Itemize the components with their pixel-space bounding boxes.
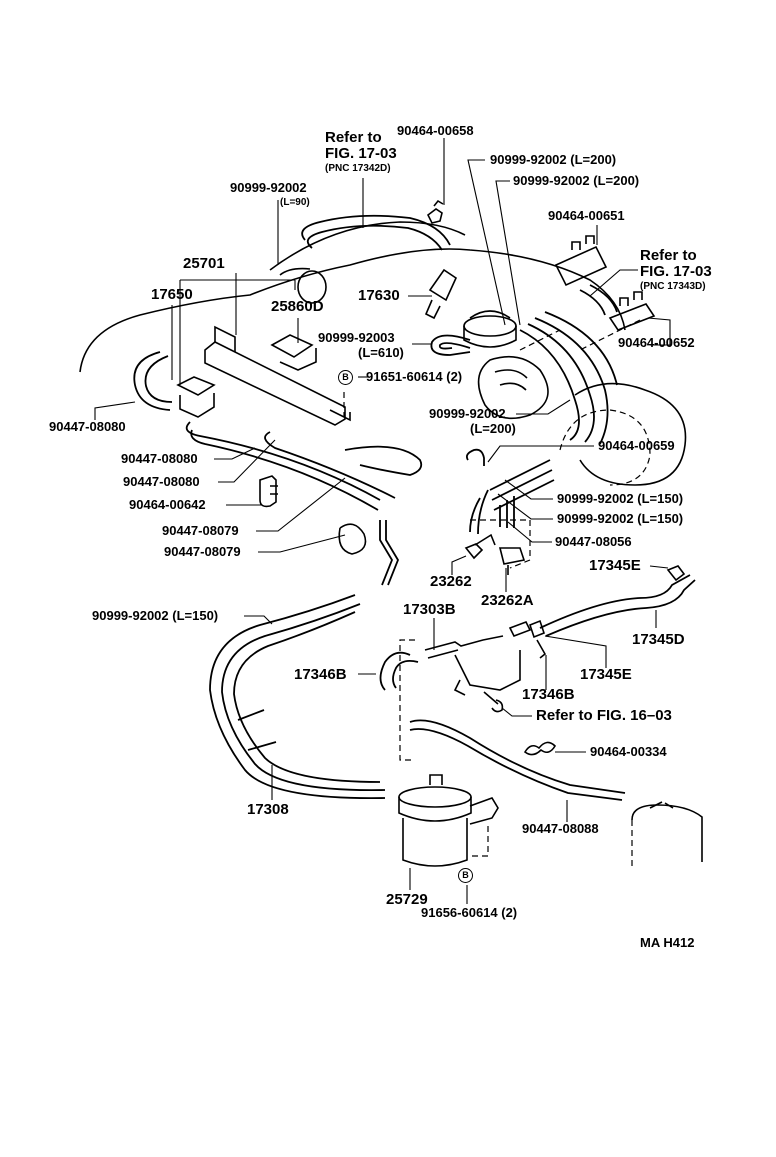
label-90999-92002-l200-c-length: (L=200)	[470, 421, 516, 436]
label-90999-92002-l150-b: 90999-92002 (L=150)	[557, 511, 684, 526]
tank	[631, 804, 703, 862]
label-90999-92003: 90999-92003	[318, 330, 395, 345]
label-17308: 17308	[247, 801, 289, 818]
label-90999-92002-l90: 90999-92002	[230, 180, 307, 195]
label-90999-92002-l150-a: 90999-92002 (L=150)	[557, 491, 684, 506]
label-25701: 25701	[183, 255, 225, 272]
label-90464-00642: 90464-00642	[129, 497, 206, 512]
label-91651-60614-text: 91651-60614 (2)	[366, 369, 463, 384]
label-90447-08088: 90447-08088	[522, 821, 599, 836]
label-17650: 17650	[151, 286, 193, 303]
label-17345e-lower: 17345E	[580, 666, 632, 683]
bolt-marker-b-lower: B	[458, 868, 476, 884]
label-90464-00651: 90464-00651	[548, 208, 625, 223]
hose-17342d	[301, 214, 451, 246]
hose-90999-92003	[430, 334, 471, 356]
label-17345e-top: 17345E	[589, 557, 641, 574]
ref-17343d-line2: FIG. 17-03	[640, 263, 712, 280]
label-90999-92002-l90-length: (L=90)	[280, 197, 310, 208]
label-17630: 17630	[358, 287, 400, 304]
ref-17342d-line1: Refer to	[325, 129, 382, 146]
ref-17342d-line2: FIG. 17-03	[325, 145, 397, 162]
label-90464-00334: 90464-00334	[590, 744, 667, 759]
vsv-17650	[176, 376, 216, 418]
air-cleaner	[574, 382, 687, 486]
label-90447-08056: 90447-08056	[555, 534, 632, 549]
clip-90464-00658	[426, 199, 444, 224]
label-91656-60614: 91656-60614 (2)	[421, 905, 518, 920]
ref-17342d-line3: (PNC 17342D)	[325, 163, 391, 174]
ref-17343d-line1: Refer to	[640, 247, 697, 264]
clip-90464-00651	[554, 235, 608, 287]
label-25860d: 25860D	[271, 298, 324, 315]
diaphragm-25701	[297, 270, 327, 304]
label-25729: 25729	[386, 891, 428, 908]
label-23262: 23262	[430, 573, 472, 590]
label-90447-08080-a: 90447-08080	[49, 419, 126, 434]
hose-17345d	[539, 574, 691, 629]
label-90464-00658: 90464-00658	[397, 123, 474, 138]
label-90464-00652: 90464-00652	[618, 335, 695, 350]
label-90999-92002-l200-b: 90999-92002 (L=200)	[513, 173, 640, 188]
hose-90447-08088	[409, 719, 626, 794]
label-90447-08079-b: 90447-08079	[164, 544, 241, 559]
label-17303b: 17303B	[403, 601, 456, 618]
ref-17343d-line3: (PNC 17343D)	[640, 281, 706, 292]
label-90999-92002-l150-c: 90999-92002 (L=150)	[92, 608, 219, 623]
hose-17308	[209, 594, 386, 800]
label-90999-92002-l200-a: 90999-92002 (L=200)	[490, 152, 617, 167]
filter-top	[398, 786, 472, 808]
label-17346b-left: 17346B	[294, 666, 347, 683]
label-23262a: 23262A	[481, 592, 534, 609]
hose-17346b-left	[379, 651, 411, 691]
bracket	[204, 341, 346, 426]
ref-fig-16-03: Refer to FIG. 16–03	[536, 707, 672, 724]
clip-90464-00642	[259, 475, 278, 508]
clip-90464-00334	[523, 741, 557, 756]
hose-17343d	[579, 284, 618, 316]
label-90447-08080-b: 90447-08080	[121, 451, 198, 466]
fitting-23262	[464, 533, 496, 560]
canister-top	[463, 315, 517, 337]
vsv-25860d	[270, 334, 317, 371]
clip-90464-00652	[608, 291, 656, 331]
label-90464-00659: 90464-00659	[598, 438, 675, 453]
sensor-17630	[424, 268, 458, 320]
engine-outline	[79, 248, 626, 373]
fuel-pipe-17303b	[424, 635, 504, 659]
label-91651-60614: B 91651-60614 (2)	[338, 369, 463, 386]
bolt-marker-b-icon-lower: B	[458, 868, 473, 884]
label-17345d: 17345D	[632, 631, 685, 648]
bolt-marker-b-icon: B	[338, 370, 353, 386]
label-90999-92002-l200-c: 90999-92002	[429, 406, 506, 421]
bolt	[483, 691, 504, 713]
filter-body-25729	[402, 818, 468, 867]
label-17346b-right: 17346B	[522, 686, 575, 703]
label-90999-92003-length: (L=610)	[358, 345, 404, 360]
fitting-23262a	[498, 547, 526, 575]
figure-code: MA H412	[640, 935, 695, 950]
hose-90447-08080-a	[133, 351, 171, 411]
label-90447-08079-a: 90447-08079	[162, 523, 239, 538]
dome	[477, 355, 549, 420]
hose-90447-08080-b	[185, 421, 381, 501]
label-90447-08080-c: 90447-08080	[123, 474, 200, 489]
engine-top-arc	[269, 221, 466, 271]
